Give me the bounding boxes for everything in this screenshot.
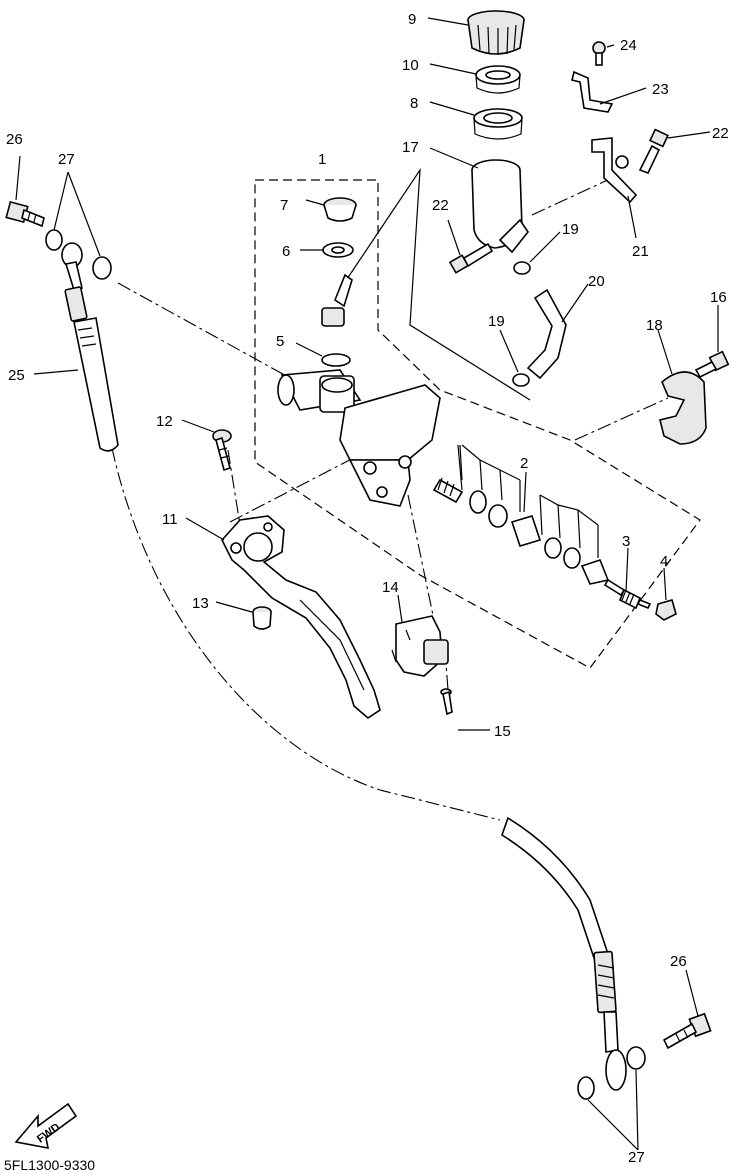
bracket-21 <box>591 137 638 204</box>
assembly-outline <box>254 179 701 669</box>
leader-hose-to-body <box>117 282 291 379</box>
leader-holder-to-body <box>574 397 669 441</box>
reservoir-cap <box>467 10 525 55</box>
callout-18: 18 <box>646 317 663 334</box>
leader-bolt12 <box>227 449 241 526</box>
callout-24: 24 <box>620 37 637 54</box>
callout-7: 7 <box>280 197 288 214</box>
callout-8: 8 <box>410 95 418 112</box>
reservoir-hose <box>526 288 567 380</box>
callout-5: 5 <box>276 333 284 350</box>
union-bolt-26-upper <box>5 200 45 228</box>
hose-fitting <box>321 273 353 327</box>
callout-9: 9 <box>408 11 416 28</box>
callout-3: 3 <box>622 533 630 550</box>
callout-26-upper: 26 <box>6 131 23 148</box>
callout-23: 23 <box>652 81 669 98</box>
callout-17: 17 <box>402 139 419 156</box>
leader-reservoir-to-bracket <box>531 177 613 216</box>
callout-22-right: 22 <box>712 125 729 142</box>
hose-clip-19-lower <box>512 373 530 387</box>
nut-13 <box>252 606 272 630</box>
bolt-22-left <box>448 242 494 274</box>
leader-switch-to-body <box>407 494 436 626</box>
washer-27-b <box>92 256 112 280</box>
leader-hose-fitting <box>344 167 531 401</box>
clutch-switch-14 <box>391 615 449 677</box>
callout-27-upper: 27 <box>58 151 75 168</box>
hose-clip-19-upper <box>513 261 531 275</box>
bolt-16 <box>694 350 730 379</box>
push-rod-3 <box>603 578 652 610</box>
callout-12: 12 <box>156 413 173 430</box>
o-ring-5 <box>321 353 351 367</box>
washer-6 <box>322 242 354 258</box>
bolt-22-right <box>638 128 669 175</box>
callout-19-upper: 19 <box>562 221 579 238</box>
leader-line-main <box>111 447 501 821</box>
diaphragm <box>473 108 523 140</box>
leader-lever-to-body <box>229 451 366 523</box>
callout-4: 4 <box>660 553 668 570</box>
union-bolt-26-lower <box>662 1012 712 1050</box>
callout-16: 16 <box>710 289 727 306</box>
callout-26-lower: 26 <box>670 953 687 970</box>
master-cylinder-holder <box>659 371 707 445</box>
callout-10: 10 <box>402 57 419 74</box>
forward-arrow-icon: FWD <box>14 1102 78 1150</box>
callout-15: 15 <box>494 723 511 740</box>
cap-7 <box>323 197 357 222</box>
washer-27-c <box>577 1076 595 1100</box>
callout-1: 1 <box>318 151 326 168</box>
callout-11: 11 <box>162 511 178 528</box>
callout-20: 20 <box>588 273 605 290</box>
diagram-code: 5FL1300-9330 <box>4 1157 95 1173</box>
callout-6: 6 <box>282 243 290 260</box>
bracket-21-boss <box>615 155 629 169</box>
reservoir-tank <box>471 159 529 254</box>
master-cylinder-body <box>277 369 441 507</box>
callout-2: 2 <box>520 455 528 472</box>
hose-upper <box>61 242 119 452</box>
callout-14: 14 <box>382 579 399 596</box>
screw-24 <box>592 41 606 66</box>
callout-22-left: 22 <box>432 197 449 214</box>
dust-boot-4 <box>655 599 677 621</box>
callout-27-lower: 27 <box>628 1149 645 1166</box>
callout-leaders <box>15 17 719 1151</box>
callout-21: 21 <box>632 243 649 260</box>
hose-lower <box>501 816 627 1091</box>
callout-25: 25 <box>8 367 25 384</box>
pivot-bolt-12 <box>212 429 232 472</box>
callout-13: 13 <box>192 595 209 612</box>
washer-27-d <box>626 1046 646 1070</box>
clutch-lever <box>221 515 381 720</box>
leader-piston-ticks <box>457 444 463 491</box>
callout-19-lower: 19 <box>488 313 505 330</box>
pin-15 <box>440 688 453 716</box>
piston-kit <box>432 444 610 585</box>
bracket-23 <box>571 70 614 113</box>
washer-27-a <box>45 229 63 251</box>
callout-labels: 1 2 3 4 5 6 7 8 9 10 11 12 13 14 15 16 1… <box>6 11 729 1166</box>
diaphragm-plate <box>475 65 521 94</box>
